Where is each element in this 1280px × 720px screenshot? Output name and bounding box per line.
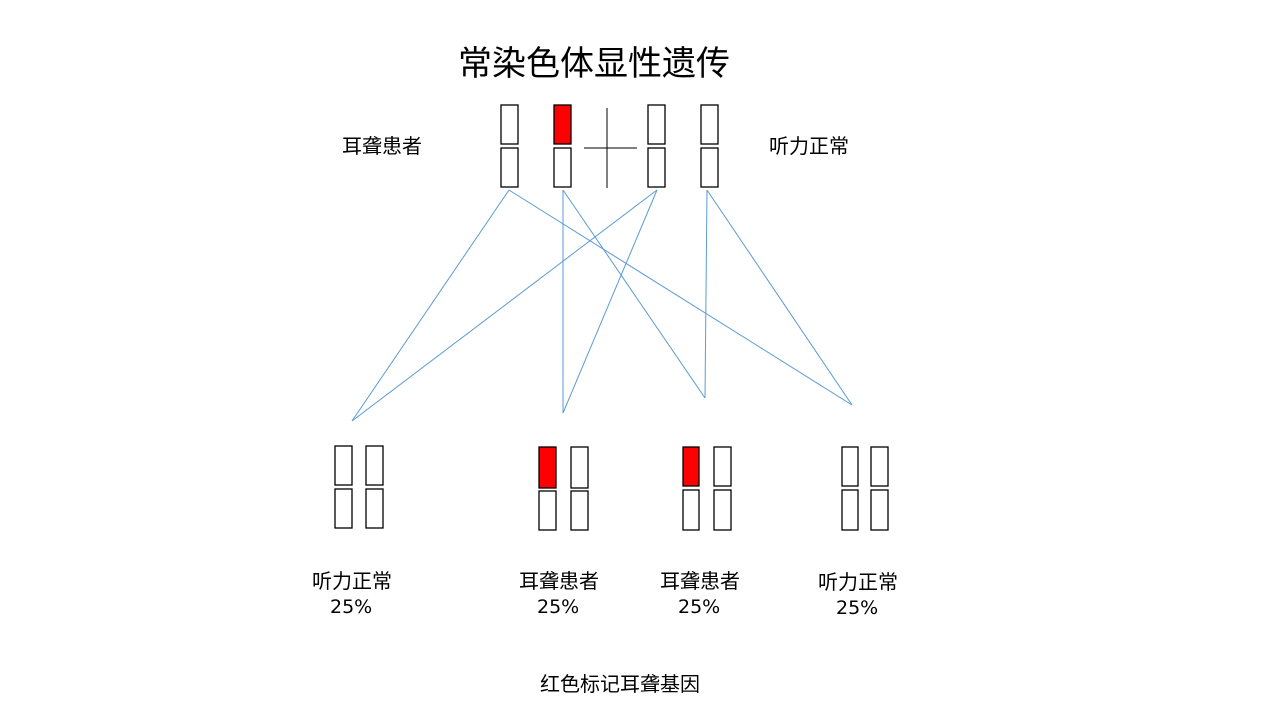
parent-right-label: 听力正常 xyxy=(769,134,849,158)
offspring-label: 耳聋患者 xyxy=(519,569,599,593)
chromosome-segment xyxy=(500,104,519,145)
offspring-label: 耳聋患者 xyxy=(660,569,740,593)
offspring-3-chromosomes xyxy=(682,446,732,531)
chromosome-segment xyxy=(365,445,384,486)
chromosome-segment xyxy=(334,488,353,529)
chromosome-segment xyxy=(713,446,732,487)
chromosome-segment xyxy=(841,489,859,531)
offspring-1-chromosomes xyxy=(334,445,384,529)
chromosome-segment xyxy=(700,104,719,145)
chromosome-segment xyxy=(713,489,732,531)
cross-symbol xyxy=(584,108,637,188)
link-line xyxy=(508,189,853,406)
chromosome-segment xyxy=(682,489,700,531)
legend-note: 红色标记耳聋基因 xyxy=(540,672,700,696)
chromosome-segment xyxy=(570,490,589,531)
page-title: 常染色体显性遗传 xyxy=(458,44,730,84)
offspring-percent: 25% xyxy=(330,596,373,618)
chromosome-segment xyxy=(500,147,519,188)
link-line xyxy=(351,189,510,422)
chromosome-segment xyxy=(538,490,557,531)
chromosome-segment xyxy=(870,446,889,487)
chromosome-segment xyxy=(570,446,589,489)
parent-normal-chromosomes xyxy=(647,104,719,188)
link-line xyxy=(351,189,658,422)
offspring-4-chromosomes xyxy=(841,446,889,531)
chromosome-segment xyxy=(647,147,666,188)
link-line xyxy=(706,189,853,406)
offspring-label: 听力正常 xyxy=(818,570,898,594)
link-line xyxy=(562,189,706,399)
chromosome-segment xyxy=(334,445,353,486)
offspring-label: 听力正常 xyxy=(312,569,392,593)
deafness-gene-marker xyxy=(553,104,572,145)
chromosome-segment xyxy=(553,147,572,188)
parent-left-label: 耳聋患者 xyxy=(342,134,422,158)
chromosome-segment xyxy=(841,446,859,487)
deafness-gene-marker xyxy=(682,446,700,487)
link-line xyxy=(704,189,708,399)
chromosome-segment xyxy=(870,489,889,531)
offspring-percent: 25% xyxy=(836,597,879,619)
chromosome-segment xyxy=(647,104,666,145)
offspring-percent: 25% xyxy=(678,596,721,618)
link-line xyxy=(562,189,658,414)
chromosome-segment xyxy=(700,147,719,188)
offspring-percent: 25% xyxy=(537,596,580,618)
offspring-2-chromosomes xyxy=(538,446,589,531)
parent-affected-chromosomes xyxy=(500,104,572,188)
deafness-gene-marker xyxy=(538,446,557,489)
inheritance-lines xyxy=(351,189,853,422)
chromosome-segment xyxy=(365,488,384,529)
